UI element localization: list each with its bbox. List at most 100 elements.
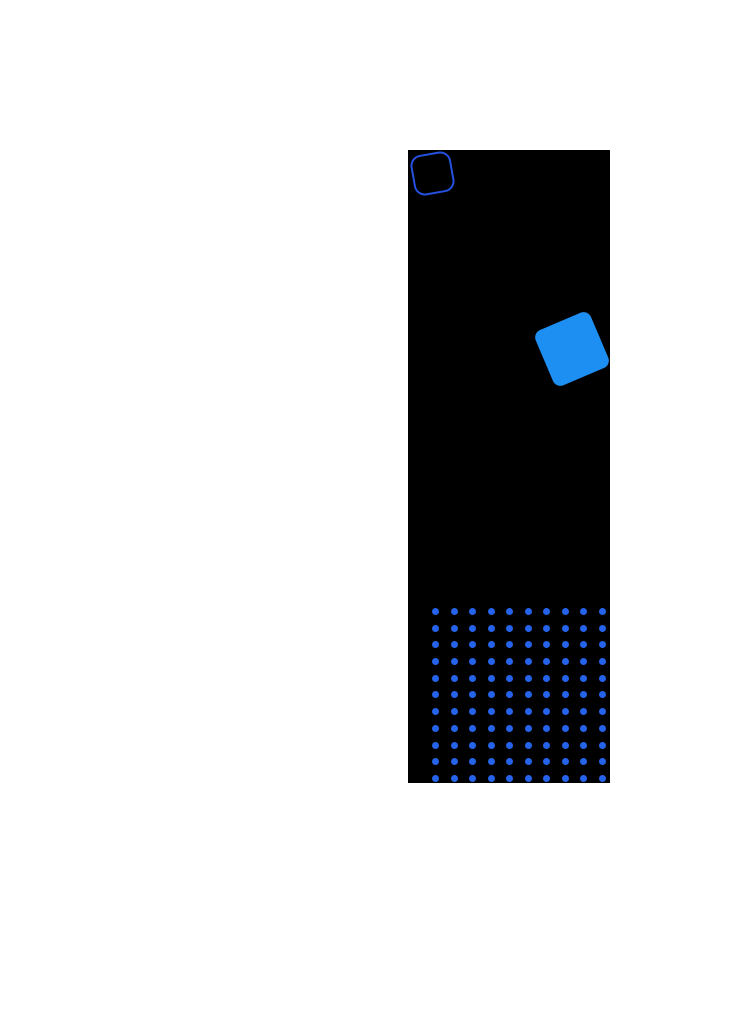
dot [598,641,606,649]
solid-square-shape [532,309,612,389]
dot [598,674,606,682]
dot [543,741,550,749]
dot [580,741,587,749]
dot [469,674,476,682]
decorative-panel [408,149,612,783]
dot [524,674,532,682]
dot [598,658,606,666]
dot [598,774,606,782]
dot [450,691,458,699]
dot [524,624,532,632]
dot [580,758,587,766]
dot [561,758,569,766]
dot [450,724,458,732]
dot [469,658,476,666]
dot [487,641,495,649]
dot [561,724,569,732]
dot [432,691,439,699]
dot [506,708,513,716]
dot [469,741,476,749]
dot [450,624,458,632]
dot [450,741,458,749]
dot [524,741,532,749]
dot [524,774,532,782]
dot [543,674,550,682]
dot [506,658,513,666]
dot [580,608,587,615]
dot [450,658,458,666]
dot [432,674,439,682]
dot [524,641,532,649]
dot [469,774,476,782]
dot [432,724,439,732]
dot [580,708,587,716]
dot [506,674,513,682]
dot [598,741,606,749]
dot [561,708,569,716]
dot [580,624,587,632]
dot [506,758,513,766]
dot [469,691,476,699]
dot [487,608,495,615]
dot [524,658,532,666]
dot [580,641,587,649]
dot [524,758,532,766]
dot [450,758,458,766]
dot [524,691,532,699]
dot [580,724,587,732]
dot [580,774,587,782]
dot [487,658,495,666]
dot [580,658,587,666]
dot [432,608,439,615]
outlined-square-shape [408,149,457,198]
dot [524,608,532,615]
dot [506,741,513,749]
dot [543,658,550,666]
dot [543,708,550,716]
dot [450,641,458,649]
dot [561,641,569,649]
dot [450,708,458,716]
dot [506,641,513,649]
dot [543,724,550,732]
dot [543,691,550,699]
dot [561,658,569,666]
dot [432,708,439,716]
dot [506,774,513,782]
dot [543,758,550,766]
dot [561,691,569,699]
dot [450,674,458,682]
dot [561,774,569,782]
dot [598,608,606,615]
dot [543,608,550,615]
dot [598,758,606,766]
dot [487,758,495,766]
dot [487,624,495,632]
dot [561,674,569,682]
dot [469,724,476,732]
dot [487,741,495,749]
dot [432,741,439,749]
dot [580,674,587,682]
dot [598,691,606,699]
dot [524,708,532,716]
dot [598,624,606,632]
dot [543,641,550,649]
dot [469,708,476,716]
dot [487,674,495,682]
dot [450,608,458,615]
dot [524,724,532,732]
dot [469,608,476,615]
dot [487,691,495,699]
dot [598,708,606,716]
dot [469,624,476,632]
dot [432,658,439,666]
dot [432,641,439,649]
dot [450,774,458,782]
dot [598,724,606,732]
dot [432,758,439,766]
dot-grid [432,608,617,792]
dot [487,724,495,732]
dot [543,624,550,632]
